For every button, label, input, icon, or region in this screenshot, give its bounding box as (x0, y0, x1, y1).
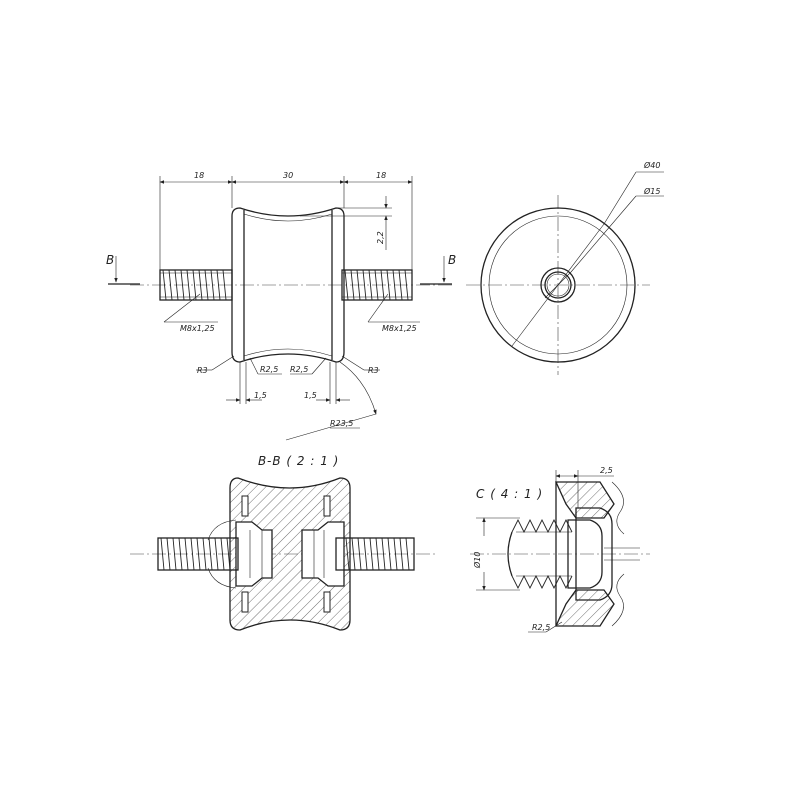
dim-recess-depth: 2,2 (376, 231, 385, 244)
radius-arc-label: R23,5 (330, 419, 353, 428)
svg-text:B: B (448, 253, 456, 267)
dim-body-length: 30 (283, 171, 293, 180)
svg-text:B: B (106, 253, 114, 267)
dia-outer-label: Ø40 (643, 160, 660, 170)
section-mark-right: B (420, 253, 456, 285)
front-view: 18 30 18 2,2 B B M8x1,25 M8x1,25 R3 (106, 171, 456, 441)
section-title: B-B ( 2 : 1 ) (258, 454, 339, 468)
side-view: Ø40 Ø15 (466, 160, 664, 375)
left-insert (235, 495, 273, 613)
dim-right-length: 18 (376, 171, 386, 180)
detail-dia-label: Ø10 (472, 552, 482, 569)
detail-top-dim: 2,5 (600, 466, 613, 475)
detail-view: C ( 4 : 1 ) Ø10 2,5 R (470, 466, 650, 633)
detail-title: C ( 4 : 1 ) (476, 487, 543, 501)
detail-radius-label: R2,5 (532, 623, 550, 632)
dim-bottom-right: 1,5 (304, 391, 317, 400)
radius-inner-left: R2,5 (260, 365, 278, 374)
right-insert (301, 495, 345, 613)
right-thread-stud (341, 269, 413, 301)
left-thread-stud (159, 269, 233, 301)
radius-inner-right: R2,5 (290, 365, 308, 374)
section-view: B-B ( 2 : 1 ) (130, 454, 436, 631)
dim-left-length: 18 (194, 171, 204, 180)
thread-label-right: M8x1,25 (382, 324, 417, 333)
section-mark-left: B (106, 253, 140, 285)
dia-inner-label: Ø15 (643, 186, 660, 196)
dim-bottom-left: 1,5 (254, 391, 267, 400)
radius-label-right: R3 (368, 366, 379, 375)
radius-label-left: R3 (197, 366, 208, 375)
thread-label-left: M8x1,25 (180, 324, 215, 333)
